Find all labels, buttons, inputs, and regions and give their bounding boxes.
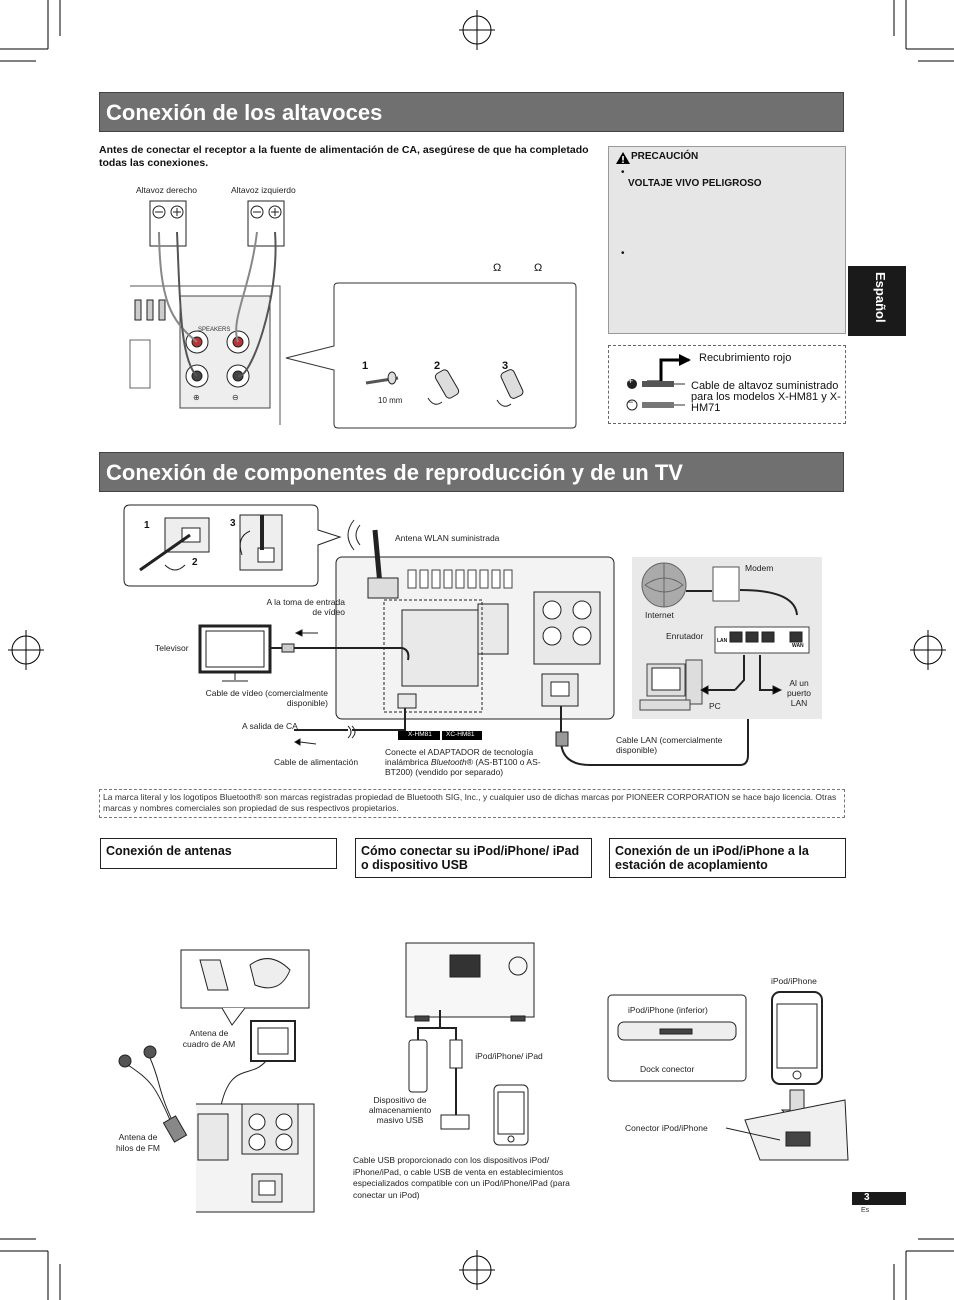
video-input-label: A la toma de entrada de vídeo — [266, 597, 345, 617]
ohm-symbol-1: Ω — [493, 262, 502, 274]
page-number-bar: 3 — [852, 1192, 906, 1205]
ipod-usb-heading: Cómo conectar su iPod/iPhone/ iPad o dis… — [355, 838, 592, 878]
ipod-bottom-label: iPod/iPhone (inferior) — [628, 1005, 708, 1015]
speaker-left-label: Altavoz izquierdo — [231, 185, 296, 195]
speaker-intro-text: Antes de conectar el receptor a la fuent… — [99, 144, 589, 169]
video-cable-label: Cable de vídeo (comercialmente disponibl… — [205, 688, 328, 708]
ipod-iphone-label: iPod/iPhone — [771, 976, 817, 986]
strip-length-label: 10 mm — [378, 396, 403, 405]
internet-label: Internet — [645, 610, 674, 620]
tv-label: Televisor — [155, 643, 189, 653]
bluetooth-note-end: ® (AS-BT100 o AS-BT200) (vendido por sep… — [385, 757, 541, 777]
model-label-x-hm81: X-HM81 — [408, 731, 432, 738]
ipod-connector-label: Conector iPod/iPhone — [625, 1123, 708, 1133]
bluetooth-word: Bluetooth — [430, 757, 467, 767]
step-1-number: 1 — [362, 360, 369, 372]
svg-text:SPEAKERS: SPEAKERS — [198, 327, 230, 333]
caution-bullet-2: • — [621, 248, 625, 259]
lan-port-label: Al un puerto LAN — [786, 678, 812, 708]
trademark-notice: La marca literal y los logotipos Bluetoo… — [99, 789, 845, 818]
caution-live-voltage: VOLTAJE VIVO PELIGROSO — [628, 178, 762, 189]
ipod-iphone-ipad-label: iPod/iPhone/ iPad — [475, 1051, 543, 1061]
modem-label: Modem — [745, 563, 774, 573]
svg-text:⊕: ⊕ — [193, 393, 200, 402]
dock-connector-label: Dock conector — [640, 1064, 695, 1074]
warning-triangle-icon — [616, 152, 630, 164]
cable-legend: + − Recubrimiento rojo Cable de altavoz … — [608, 345, 846, 424]
step-3-number: 3 — [502, 360, 509, 372]
page-lang-code: Es — [861, 1207, 870, 1214]
speaker-right-label: Altavoz derecho — [136, 185, 197, 195]
cable-legend-drawing — [626, 354, 691, 411]
usb-cable-note: Cable USB proporcionado con los disposit… — [353, 1155, 570, 1200]
language-tab: Español — [848, 266, 906, 336]
antennas-heading: Conexión de antenas — [100, 838, 337, 869]
router-wan-label: WAN — [792, 643, 804, 649]
ohm-symbol-2: Ω — [534, 262, 543, 274]
plus-sign: + — [628, 376, 634, 386]
caution-bullet-1: • — [621, 167, 625, 178]
section-title-components: Conexión de componentes de reproducción … — [99, 452, 844, 492]
am-loop-antenna-label: Antena de cuadro de AM — [182, 1028, 236, 1049]
svg-text:⊖: ⊖ — [232, 393, 239, 402]
fm-wire-antenna-label: Antena de hilos de FM — [116, 1132, 160, 1153]
bluetooth-adapter-note: Conecte el ADAPTADOR de tecnología inalá… — [385, 747, 555, 777]
antenna-step-1: 1 — [144, 520, 150, 531]
caution-box: PRECAUCIÓN • VOLTAJE VIVO PELIGROSO • — [608, 146, 846, 334]
minus-sign: − — [628, 397, 634, 407]
router-label: Enrutador — [666, 631, 704, 641]
usb-storage-label: Dispositivo de almacenamiento masivo USB — [368, 1095, 432, 1125]
power-cable-label: Cable de alimentación — [274, 757, 359, 767]
antenna-step-3: 3 — [230, 518, 236, 529]
bluetooth-note-start: Conecte el ADAPTADOR de tecnología inalá… — [385, 747, 534, 767]
step-2-number: 2 — [434, 360, 441, 372]
wlan-antenna-label: Antena WLAN suministrada — [395, 533, 500, 543]
dock-heading: Conexión de un iPod/iPhone a la estación… — [609, 838, 846, 878]
caution-title: PRECAUCIÓN — [631, 151, 699, 162]
lan-cable-label: Cable LAN (comercialmente disponible) — [616, 735, 723, 755]
router-lan-label: LAN — [717, 638, 728, 644]
antenna-step-2: 2 — [192, 557, 198, 568]
section-title-speakers: Conexión de los altavoces — [99, 92, 844, 132]
speaker-cable-label: Cable de altavoz suministrado para los m… — [691, 380, 841, 414]
red-coating-label: Recubrimiento rojo — [699, 352, 792, 364]
ac-outlet-label: A salida de CA — [242, 721, 298, 731]
model-label-xc-hm81: XC-HM81 — [446, 731, 475, 738]
pc-label: PC — [709, 701, 721, 711]
page-number: 3 — [864, 1192, 870, 1203]
